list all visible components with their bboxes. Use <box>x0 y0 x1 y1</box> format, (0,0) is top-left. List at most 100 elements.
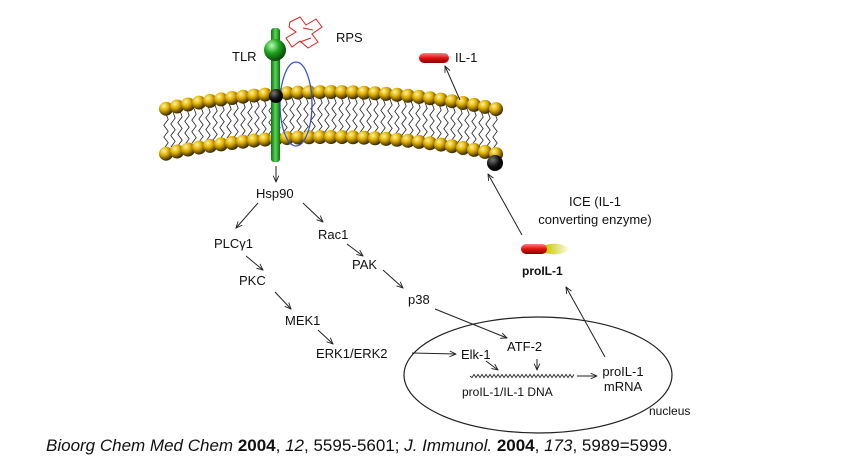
mrna-label-line2: mRNA <box>603 379 643 394</box>
lipid-head <box>181 142 195 157</box>
lipid-head <box>313 85 327 100</box>
arrow-plcg1-pkc <box>245 255 263 270</box>
lipid-head <box>401 133 415 148</box>
rac1-label: Rac1 <box>318 227 349 242</box>
pkc-label: PKC <box>239 273 266 288</box>
citation-pages-1: , 5595-5601; <box>304 436 405 455</box>
lipid-head <box>478 144 492 159</box>
lipid-head <box>390 87 404 102</box>
lipid-head <box>170 144 184 159</box>
lipid-head <box>291 85 305 100</box>
dna-label: proIL-1/IL-1 DNA <box>462 385 553 399</box>
lipid-head <box>324 85 338 99</box>
arrow-pak-p38 <box>382 269 403 288</box>
arrow-p38-atf2 <box>434 308 507 338</box>
lipid-head <box>236 134 250 149</box>
erk-label: ERK1/ERK2 <box>316 346 388 361</box>
lipid-heads-inner <box>159 130 503 162</box>
lipid-head <box>489 102 503 117</box>
lipid-head <box>247 88 261 103</box>
lipid-head <box>280 86 294 101</box>
lipid-head <box>203 138 217 153</box>
lipid-head <box>357 85 371 100</box>
lipid-head <box>159 146 173 161</box>
arrow-proil1-membrane <box>488 174 523 236</box>
lipid-head <box>346 85 360 100</box>
lipid-head <box>159 101 173 116</box>
ice-anchor-icon <box>487 155 503 171</box>
lipid-head <box>258 132 272 147</box>
lipid-head <box>368 86 382 101</box>
citation-volume-1: 12 <box>285 436 305 455</box>
rps-molecule-icon <box>285 16 323 49</box>
lipid-head <box>434 137 448 152</box>
proil1-molecule-icon <box>521 243 570 255</box>
lipid-head <box>456 141 470 155</box>
p38-label: p38 <box>408 292 430 307</box>
arrow-erk-elk1 <box>411 353 456 354</box>
lipid-head <box>467 142 481 157</box>
citation-year-1: 2004 <box>237 436 276 455</box>
atf2-label: ATF-2 <box>507 339 543 354</box>
il1-molecule-icon <box>419 53 449 63</box>
citation-year-2: 2004 <box>496 436 535 455</box>
ice-label-line1: ICE (IL-1 <box>568 194 621 209</box>
ice-label-line2: converting enzyme) <box>538 212 652 227</box>
lipid-head <box>423 91 437 106</box>
lipid-head <box>302 130 316 145</box>
lipid-head <box>412 134 426 149</box>
proil1-label: proIL-1 <box>522 264 563 278</box>
cell-membrane <box>159 85 503 162</box>
il1-label: IL-1 <box>455 50 478 65</box>
mrna-label: proIL-1 mRNA <box>598 364 648 394</box>
arrow-hsp90-plcg1 <box>236 202 259 228</box>
lipid-head <box>379 131 393 146</box>
tlr-receptor <box>264 28 286 162</box>
lipid-head <box>335 85 349 100</box>
lipid-head <box>390 132 404 147</box>
lipid-head <box>357 130 371 145</box>
lipid-head <box>445 94 459 109</box>
lipid-head <box>225 136 239 150</box>
lipid-head <box>368 131 382 146</box>
mrna-label-line1: proIL-1 <box>602 364 644 379</box>
dna-strand-icon <box>469 373 575 379</box>
rps-label: RPS <box>336 30 363 45</box>
plcg1-label: PLCγ1 <box>214 236 254 251</box>
arrow-elk1-dna <box>485 360 498 370</box>
citation: Bioorg Chem Med Chem 2004, 12, 5595-5601… <box>46 436 672 456</box>
arrow-hsp90-rac1 <box>302 202 323 222</box>
lipid-head <box>203 93 217 108</box>
lipid-head <box>313 130 327 145</box>
lipid-head <box>467 97 481 112</box>
lipid-head <box>478 99 492 114</box>
lipid-head <box>379 86 393 101</box>
hsp90-label: Hsp90 <box>256 186 294 201</box>
arrow-pkc-mek1 <box>274 291 291 309</box>
citation-sep-1: , <box>275 436 286 455</box>
lipid-head <box>324 130 338 144</box>
lipid-head <box>434 92 448 107</box>
lipid-heads-outer <box>159 85 503 117</box>
lipid-head <box>291 130 305 145</box>
lipid-head <box>214 92 228 107</box>
lipid-head <box>335 130 349 145</box>
lipid-head <box>170 99 184 114</box>
lipid-head <box>412 89 426 104</box>
citation-volume-2: 173 <box>544 436 573 455</box>
lipid-head <box>401 88 415 103</box>
lipid-head <box>214 137 228 152</box>
citation-sep-2: , <box>534 436 545 455</box>
lipid-head <box>192 95 206 110</box>
lipid-head <box>423 136 437 151</box>
arrow-membrane-il1 <box>445 66 461 101</box>
mek1-label: MEK1 <box>285 313 321 328</box>
lipid-head <box>247 133 261 148</box>
lipid-head <box>181 97 195 112</box>
lipid-head <box>225 91 239 105</box>
pak-label: PAK <box>352 257 378 272</box>
arrow-mek1-erk <box>317 329 333 344</box>
citation-journal-2: J. Immunol. <box>404 436 493 455</box>
lipid-head <box>346 130 360 145</box>
